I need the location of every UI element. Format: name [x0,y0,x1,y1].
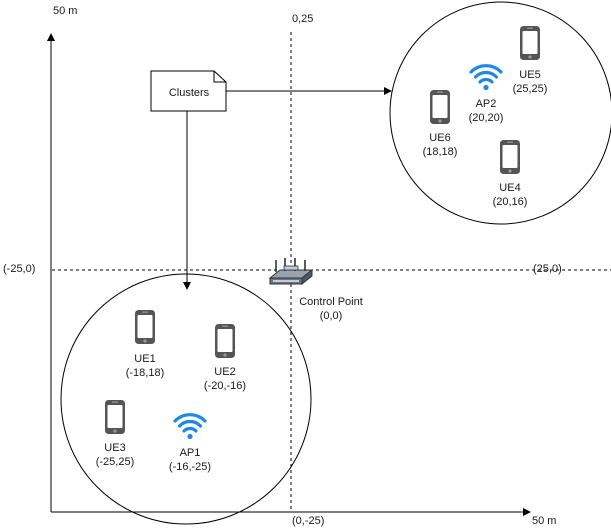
ue5-node: UE5 (25,25) [513,26,548,95]
y-axis-label: 50 m [53,5,77,17]
ue6-node: UE6 (18,18) [423,90,458,158]
phone-icon [135,310,155,344]
ue4-name: UE4 [499,182,520,194]
control-point-coord: (0,0) [320,310,343,322]
ue2-node: UE2 (-20,-16) [204,324,246,392]
ue6-coord: (18,18) [423,146,458,158]
top-center-label: 0,25 [292,13,313,25]
ap2-coord: (20,20) [469,112,504,124]
ue3-name: UE3 [104,442,125,454]
x-axis-label: 50 m [532,515,556,527]
phone-icon [500,140,520,174]
ue5-coord: (25,25) [513,83,548,95]
ue3-node: UE3 (-25,25) [96,400,135,468]
ue2-name: UE2 [214,366,235,378]
ap1-node: AP1 (-16,-25) [169,413,211,473]
ap1-name: AP1 [180,447,201,459]
phone-icon [215,324,235,358]
cluster-top-circle [389,1,611,225]
phone-icon [430,90,450,124]
ue6-name: UE6 [429,132,450,144]
ue1-node: UE1 (-18,18) [126,310,165,379]
bottom-center-label: (0,-25) [292,515,324,527]
control-point-name: Control Point [299,296,363,308]
ue3-coord: (-25,25) [96,456,135,468]
ap1-coord: (-16,-25) [169,461,211,473]
control-point: Control Point (0,0) [268,258,363,322]
router-icon [268,258,314,286]
ue1-name: UE1 [134,353,155,365]
cluster-bottom-circle [60,273,312,525]
wifi-icon [173,413,207,441]
ue4-node: UE4 (20,16) [493,140,528,208]
left-mid-label: (-25,0) [3,263,35,275]
ue2-coord: (-20,-16) [204,380,246,392]
ue5-name: UE5 [519,69,540,81]
phone-icon [105,400,125,434]
ap2-name: AP2 [476,98,497,110]
clusters-note: Clusters [150,70,227,112]
phone-icon [520,26,540,60]
ue4-coord: (20,16) [493,196,528,208]
wifi-icon [469,64,503,92]
right-mid-label: (25,0) [533,263,562,275]
ue1-coord: (-18,18) [126,367,165,379]
clusters-note-label: Clusters [169,87,210,99]
ap2-node: AP2 (20,20) [469,64,504,124]
